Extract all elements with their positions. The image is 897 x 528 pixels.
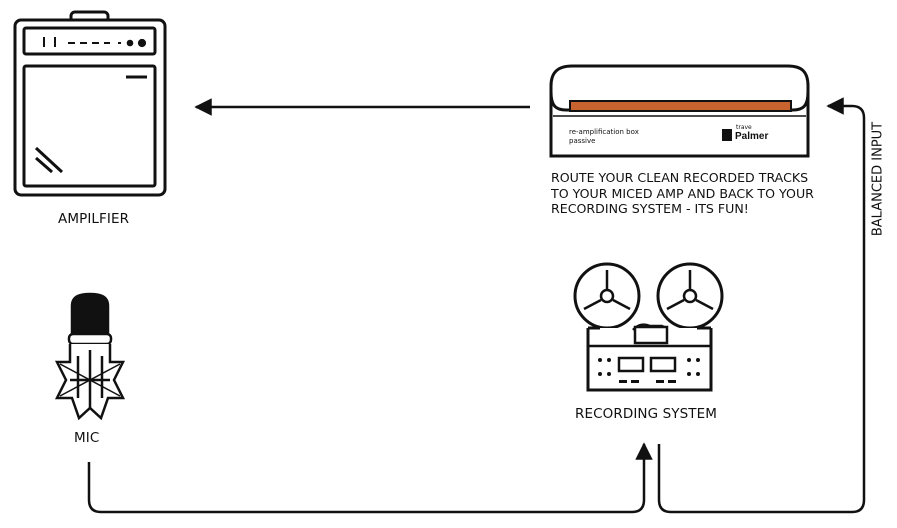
mic-label: MIC: [74, 430, 100, 446]
reamp-box-brand-small: trave: [736, 124, 752, 131]
reamp-box-sublabel: passive: [569, 137, 596, 145]
balanced-input-label: BALANCED INPUT: [870, 121, 886, 237]
description-line: RECORDING SYSTEM - ITS FUN!: [551, 201, 749, 216]
description-line: ROUTE YOUR CLEAN RECORDED TRACKS: [551, 170, 809, 185]
reamp-box-icon: [549, 64, 810, 158]
microphone-icon: [54, 292, 126, 421]
reamp-box-label: re-amplification box: [569, 128, 639, 136]
mic-to-recorder-cable: [87, 442, 653, 514]
description-text: ROUTE YOUR CLEAN RECORDED TRACKS TO YOUR…: [551, 170, 814, 217]
amplifier-icon: [13, 10, 167, 197]
reamp-box-brand: Palmer: [735, 131, 769, 142]
recorder-to-reamp-cable: [657, 97, 866, 514]
description-line: TO YOUR MICED AMP AND BACK TO YOUR: [551, 185, 814, 201]
amplifier-label: AMPILFIER: [58, 211, 130, 227]
tape-recorder-icon: [573, 262, 724, 392]
recording-system-label: RECORDING SYSTEM: [575, 406, 717, 422]
